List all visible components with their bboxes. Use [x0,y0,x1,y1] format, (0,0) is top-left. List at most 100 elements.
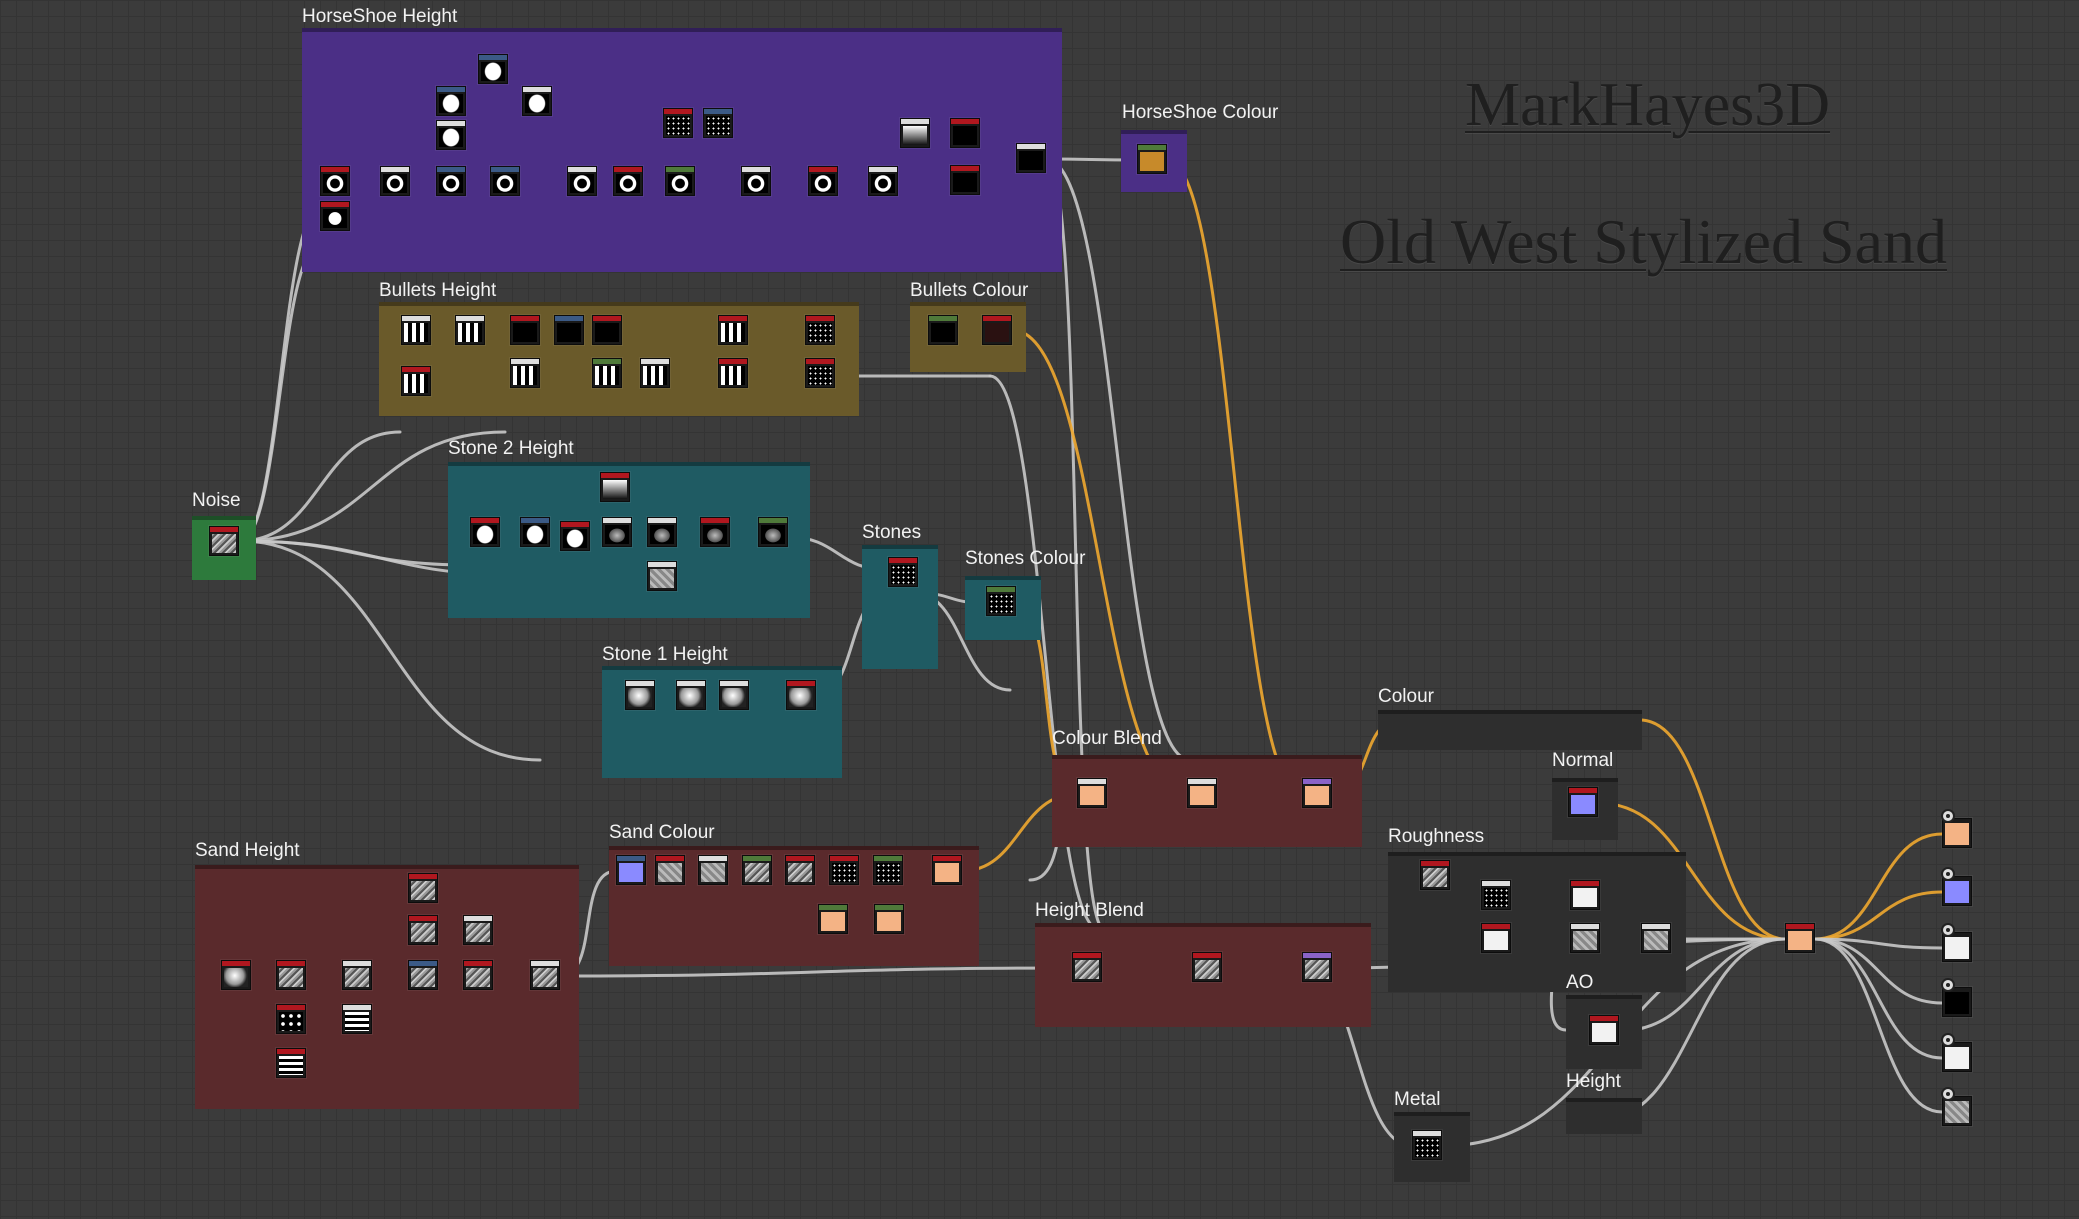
node-hs-14[interactable] [703,108,733,138]
node-cb-3[interactable] [1302,778,1332,808]
node-stones-colour[interactable] [986,586,1016,616]
node-sc-4[interactable] [742,855,772,885]
node-bl-11[interactable] [718,358,748,388]
node-hs-21[interactable] [1016,143,1046,173]
node-hs-8[interactable] [522,86,552,116]
node-bl-10[interactable] [718,315,748,345]
node-normal[interactable] [1568,787,1598,817]
node-rough-3[interactable] [1481,923,1511,953]
node-ao[interactable] [1589,1015,1619,1045]
node-sh-2[interactable] [276,960,306,990]
node-bl-3[interactable] [510,315,540,345]
node-sc-6[interactable] [829,855,859,885]
node-rough-1[interactable] [1420,860,1450,890]
node-sc-5[interactable] [785,855,815,885]
node-sc-1[interactable] [616,855,646,885]
output-node-4[interactable] [1941,978,1972,1017]
node-st2-grad[interactable] [600,472,630,502]
node-sh-6[interactable] [342,1004,372,1034]
node-hs-1[interactable] [320,166,350,196]
node-sh-10[interactable] [463,915,493,945]
node-st1-4[interactable] [786,680,816,710]
node-hs-6[interactable] [436,120,466,150]
node-hs-9[interactable] [490,166,520,196]
node-hs-15[interactable] [741,166,771,196]
node-bl-1[interactable] [401,315,431,345]
output-node-1[interactable] [1941,809,1972,848]
node-horseshoe-colour[interactable] [1137,144,1167,174]
node-hb-1[interactable] [1072,952,1102,982]
node-sh-11[interactable] [463,960,493,990]
node-sh-7[interactable] [408,873,438,903]
node-sc-9[interactable] [818,904,848,934]
node-sc-2[interactable] [655,855,685,885]
node-st2-8[interactable] [647,561,677,591]
node-hs-13[interactable] [663,108,693,138]
node-st2-1[interactable] [470,517,500,547]
frame-horseshoe-colour[interactable] [1121,130,1187,192]
node-hs-12[interactable] [665,166,695,196]
node-cb-2[interactable] [1187,778,1217,808]
node-bl-8[interactable] [592,358,622,388]
node-hb-2[interactable] [1192,952,1222,982]
frame-colour[interactable] [1378,710,1642,750]
node-sc-8[interactable] [932,855,962,885]
node-bl-7[interactable] [510,358,540,388]
output-node-2[interactable] [1941,867,1972,906]
node-st1-1[interactable] [625,680,655,710]
node-rough-5[interactable] [1570,923,1600,953]
output-node-3[interactable] [1941,923,1972,962]
node-rough-4[interactable] [1570,880,1600,910]
node-bl-12[interactable] [805,315,835,345]
node-hs-19[interactable] [950,118,980,148]
node-st2-6[interactable] [700,517,730,547]
frame-horseshoe-height[interactable] [302,28,1062,272]
node-hs-17[interactable] [868,166,898,196]
node-bullets-colour-2[interactable] [982,315,1012,345]
node-noise[interactable] [209,526,239,556]
node-st2-2[interactable] [520,517,550,547]
node-st2-3[interactable] [560,521,590,551]
node-sh-4[interactable] [276,1048,306,1078]
node-sc-7[interactable] [873,855,903,885]
node-hs-10[interactable] [567,166,597,196]
node-sc-10[interactable] [874,904,904,934]
node-hb-3[interactable] [1302,952,1332,982]
frame-height[interactable] [1566,1098,1642,1134]
node-metal[interactable] [1412,1130,1442,1160]
node-st2-5[interactable] [647,517,677,547]
node-output-merge[interactable] [1785,923,1815,953]
node-stones[interactable] [888,557,918,587]
node-bl-4[interactable] [554,315,584,345]
node-st1-3[interactable] [719,680,749,710]
node-cb-1[interactable] [1077,778,1107,808]
node-sh-3[interactable] [276,1004,306,1034]
node-sh-8[interactable] [408,915,438,945]
node-rough-2[interactable] [1481,880,1511,910]
output-node-6[interactable] [1941,1087,1972,1126]
node-st2-7[interactable] [758,517,788,547]
node-bl-13[interactable] [805,358,835,388]
node-bullets-colour-1[interactable] [928,315,958,345]
output-node-5[interactable] [1941,1033,1972,1072]
node-hs-3[interactable] [380,166,410,196]
node-hs-5[interactable] [436,86,466,116]
node-sh-5[interactable] [342,960,372,990]
node-sc-3[interactable] [698,855,728,885]
node-bl-5[interactable] [592,315,622,345]
node-st1-2[interactable] [676,680,706,710]
node-st2-4[interactable] [602,517,632,547]
frame-sand-height[interactable] [195,865,579,1109]
node-rough-6[interactable] [1641,923,1671,953]
node-hs-7[interactable] [478,54,508,84]
node-hs-16[interactable] [808,166,838,196]
node-bl-2[interactable] [455,315,485,345]
node-hs-18[interactable] [900,118,930,148]
node-sh-1[interactable] [221,960,251,990]
node-sh-9[interactable] [408,960,438,990]
node-hs-4[interactable] [436,166,466,196]
node-hs-20[interactable] [950,165,980,195]
node-hs-2[interactable] [320,201,350,231]
node-bl-9[interactable] [640,358,670,388]
